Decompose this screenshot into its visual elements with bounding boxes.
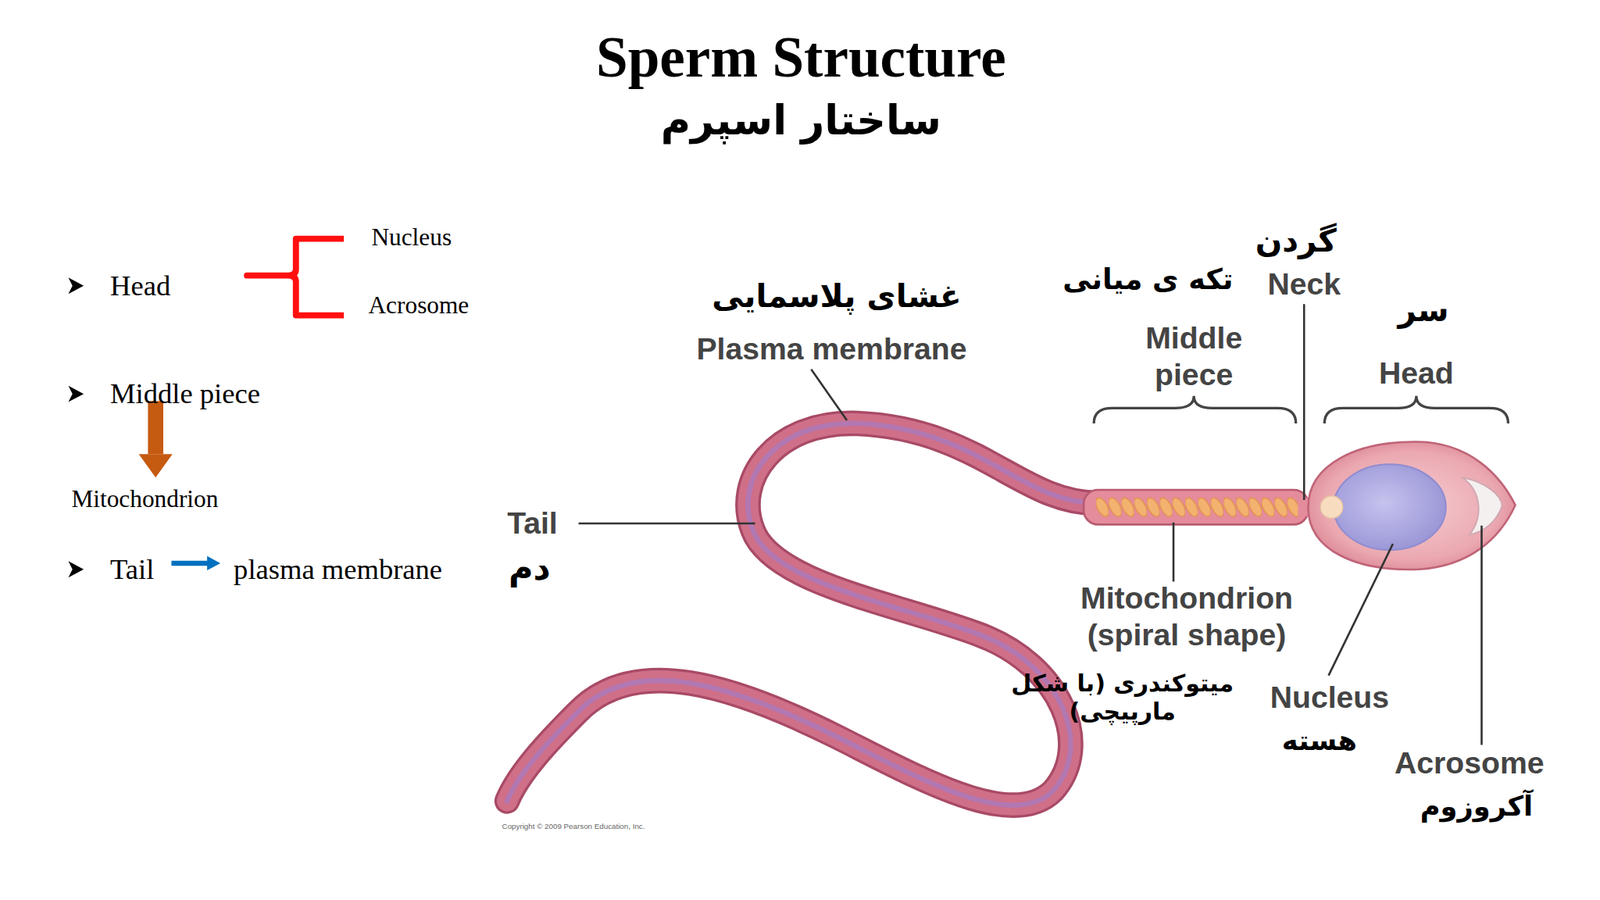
leader-line: [1172, 522, 1175, 583]
leader-line: [1328, 543, 1393, 675]
leader-line: [810, 369, 847, 421]
part-label-fa: غشای پلاسمایی: [711, 276, 961, 315]
head-bracket: [1324, 396, 1508, 424]
list-item: Head: [110, 268, 171, 304]
list-subitem: Acrosome: [368, 290, 470, 321]
list-item: Middle piece: [110, 376, 261, 411]
leader-line: [578, 522, 756, 525]
list-subitem: plasma membrane: [233, 552, 443, 587]
part-label: Head: [1378, 355, 1454, 393]
copyright-note: Copyright © 2009 Pearson Education, Inc.: [502, 821, 646, 832]
middle-piece-bracket: [1093, 396, 1297, 424]
bullet-symbol: [68, 560, 85, 578]
tail-core: [507, 423, 1097, 806]
leader-line: [1303, 303, 1306, 500]
part-label-fa: میتوکندری (با شکل مارپیچی): [984, 669, 1261, 726]
red-brace: [246, 239, 344, 316]
part-label-fa: آکروزوم: [1420, 789, 1533, 823]
blue-arrow: [171, 560, 209, 567]
part-label: Middle piece: [1122, 319, 1266, 393]
title-text: Sperm Structure: [596, 24, 1007, 93]
part-label: Neck: [1267, 266, 1341, 304]
part-label: Tail: [507, 505, 558, 543]
part-label-fa: تکه ی میانی: [1062, 262, 1233, 297]
nucleus-shape: [1333, 464, 1447, 550]
part-label-fa: دم: [508, 548, 551, 590]
mitochondrion-spiral: [1096, 493, 1300, 521]
blue-arrow-head: [207, 556, 221, 571]
head-shape: [1307, 442, 1515, 570]
part-label-fa: سر: [1398, 291, 1450, 330]
part-label: Nucleus: [1270, 679, 1390, 717]
tail-outline: [507, 423, 1097, 806]
list-item: Tail: [110, 552, 154, 587]
part-label-fa: هسته: [1282, 724, 1358, 758]
list-subitem: Nucleus: [371, 223, 452, 254]
middle-piece-shape: [1083, 489, 1308, 525]
bullet-symbol: [68, 385, 85, 403]
part-label-fa: گردن: [1255, 221, 1337, 261]
part-label: Plasma membrane: [696, 330, 967, 368]
subtitle-text: ساختار اسپرم: [660, 96, 942, 146]
tail-body: [507, 423, 1097, 806]
list-subitem: Mitochondrion: [71, 484, 218, 515]
part-label: Mitochondrion (spiral shape): [1039, 579, 1336, 654]
bullet-symbol: [68, 277, 85, 294]
orange-arrow-head: [139, 453, 173, 478]
centriole-shape: [1320, 496, 1343, 519]
leader-line: [1480, 525, 1483, 746]
part-label: Acrosome: [1394, 744, 1545, 782]
